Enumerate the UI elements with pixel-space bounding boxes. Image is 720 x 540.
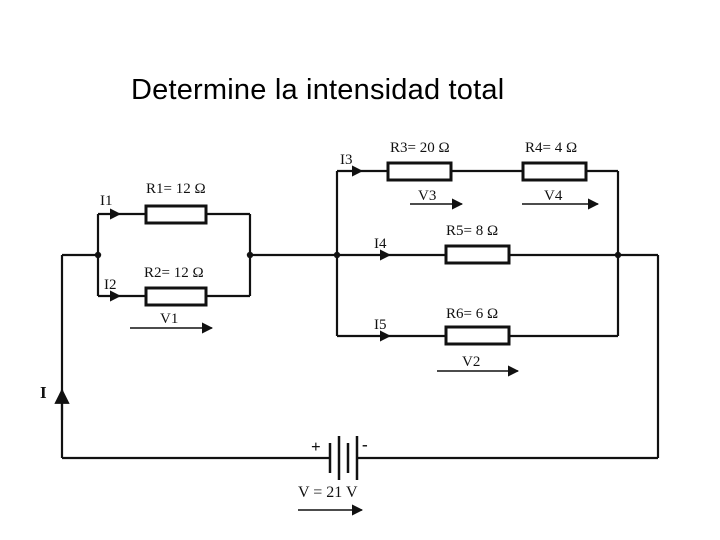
total-current-label: I bbox=[40, 383, 47, 402]
battery-plus-label: + bbox=[311, 437, 321, 456]
junction-nodes bbox=[94, 251, 622, 259]
i5-label: I5 bbox=[374, 317, 387, 333]
slide-title: Determine la intensidad total bbox=[131, 74, 505, 106]
i4-label: I4 bbox=[374, 236, 387, 252]
battery-minus-label: - bbox=[362, 435, 368, 454]
r3-label: R3= 20 Ω bbox=[390, 140, 450, 156]
i1-label: I1 bbox=[100, 193, 113, 209]
resistor-r1 bbox=[144, 204, 208, 225]
r2-label: R2= 12 Ω bbox=[144, 265, 204, 281]
v2-label: V2 bbox=[462, 354, 480, 370]
resistor-r2 bbox=[144, 286, 208, 307]
v1-label: V1 bbox=[160, 311, 178, 327]
source-voltage-label: V = 21 V bbox=[298, 484, 358, 501]
battery-source bbox=[328, 436, 359, 480]
resistor-r3 bbox=[386, 161, 453, 182]
v4-label: V4 bbox=[544, 188, 563, 204]
resistor-r4 bbox=[521, 161, 588, 182]
r1-label: R1= 12 Ω bbox=[146, 181, 206, 197]
r5-label: R5= 8 Ω bbox=[446, 223, 498, 239]
left-parallel-branch bbox=[96, 204, 252, 307]
v3-label: V3 bbox=[418, 188, 436, 204]
main-wires bbox=[60, 253, 660, 460]
r6-label: R6= 6 Ω bbox=[446, 306, 498, 322]
resistor-r5 bbox=[444, 244, 511, 265]
resistor-r6 bbox=[444, 325, 511, 346]
r4-label: R4= 4 Ω bbox=[525, 140, 577, 156]
i3-label: I3 bbox=[340, 152, 353, 168]
i2-label: I2 bbox=[104, 277, 117, 293]
